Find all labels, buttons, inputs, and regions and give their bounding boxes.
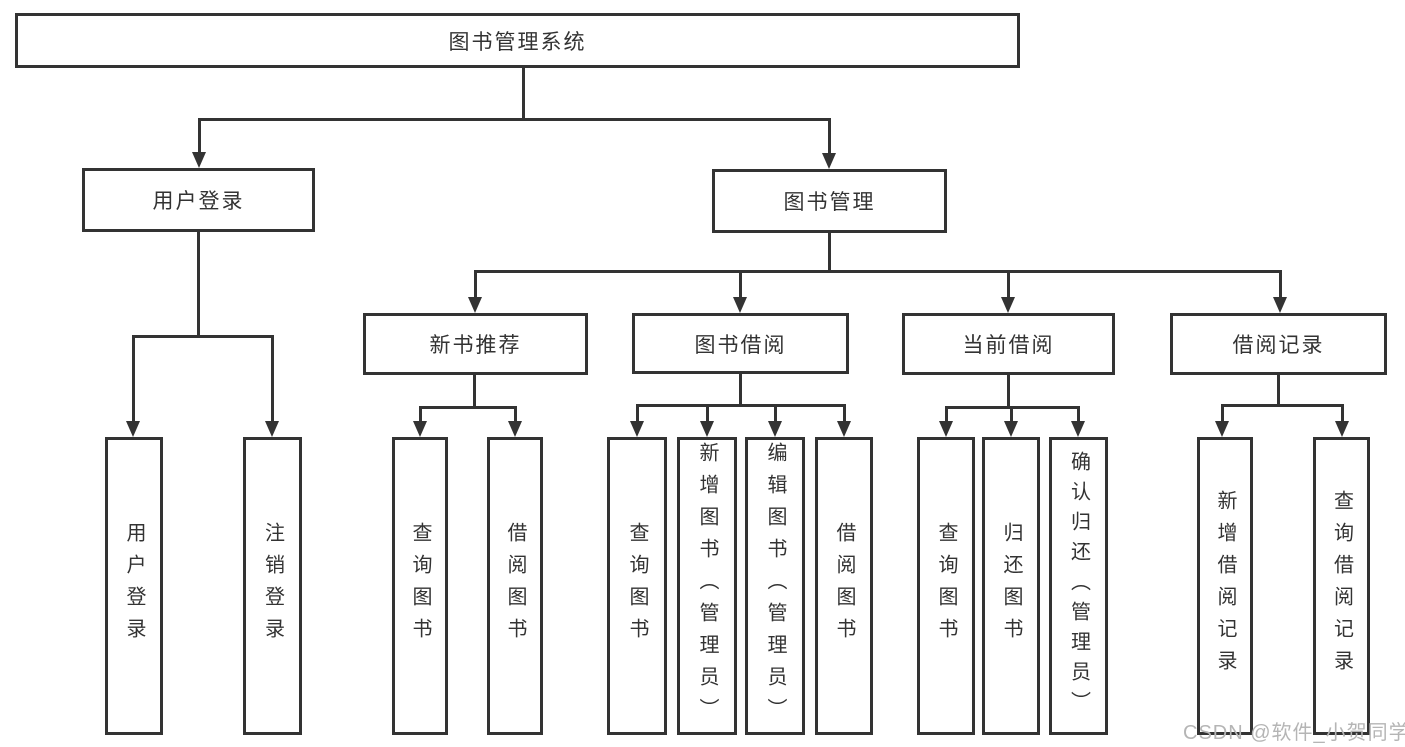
- leaf-logout: 注销登录: [243, 437, 302, 735]
- node-current-borrow: 当前借阅: [902, 313, 1115, 375]
- leaf-query-borrow-record: 查询借阅记录: [1313, 437, 1370, 735]
- node-user-login: 用户登录: [82, 168, 315, 232]
- arrowhead-records-leaf2-icon: [1335, 421, 1349, 437]
- leaf-return-books-label: 归还图书: [1000, 522, 1022, 650]
- leaf-user-login-label: 用户登录: [123, 522, 145, 650]
- node-book-borrow-label: 图书借阅: [694, 333, 787, 357]
- connector-user-login-bar: [133, 335, 274, 338]
- node-current-borrow-label: 当前借阅: [962, 334, 1055, 357]
- connector-borrow-leaf4-drop: [843, 404, 846, 421]
- connector-user-login-stem: [197, 232, 200, 338]
- connector-records-stem: [1277, 375, 1280, 406]
- leaf-return-books: 归还图书: [982, 437, 1040, 735]
- connector-current-leaf3-drop: [1077, 406, 1080, 422]
- leaf-add-books-admin-label: 新增图书（管理员）: [696, 442, 718, 730]
- connector-leaf-user-login-drop: [132, 335, 135, 423]
- node-borrow-records: 借阅记录: [1170, 313, 1387, 375]
- arrowhead-records-leaf1-icon: [1215, 421, 1229, 437]
- arrowhead-recommend-icon: [468, 297, 482, 313]
- node-book-management: 图书管理: [712, 169, 947, 233]
- arrowhead-user-login-icon: [192, 152, 206, 168]
- connector-borrow-records-drop: [1279, 270, 1282, 298]
- arrowhead-borrow-leaf3-icon: [768, 421, 782, 437]
- connector-recommend-stem: [473, 375, 476, 408]
- node-library-system-label: 图书管理系统: [448, 30, 587, 54]
- arrowhead-book-borrow-icon: [733, 297, 747, 313]
- connector-borrow-leaf1-drop: [636, 404, 639, 421]
- leaf-recommend-borrow-books-label: 借阅图书: [504, 522, 526, 650]
- arrowhead-current-leaf1-icon: [939, 421, 953, 437]
- arrowhead-borrow-leaf1-icon: [630, 421, 644, 437]
- connector-borrow-leaf3-drop: [774, 404, 777, 421]
- arrowhead-borrow-leaf4-icon: [837, 421, 851, 437]
- connector-borrow-leaf2-drop: [706, 404, 709, 421]
- connector-recommend-bar: [419, 406, 517, 409]
- node-book-borrow: 图书借阅: [632, 313, 849, 374]
- leaf-confirm-return-admin-label: 确认归还（管理员）: [1067, 451, 1090, 721]
- arrowhead-book-management-icon: [822, 153, 836, 169]
- leaf-recommend-query-books-label: 查询图书: [409, 522, 431, 650]
- leaf-borrow-query-books: 查询图书: [607, 437, 667, 735]
- node-new-book-recommend-label: 新书推荐: [429, 334, 522, 357]
- connector-book-borrow-drop: [739, 270, 742, 298]
- leaf-add-books-admin: 新增图书（管理员）: [677, 437, 737, 735]
- arrowhead-current-borrow-icon: [1001, 297, 1015, 313]
- connector-user-login-drop: [198, 118, 201, 154]
- connector-leaf-logout-drop: [271, 335, 274, 423]
- node-new-book-recommend: 新书推荐: [363, 313, 588, 375]
- arrowhead-borrow-leaf2-icon: [700, 421, 714, 437]
- connector-records-leaf2-drop: [1341, 404, 1344, 421]
- node-book-management-label: 图书管理: [783, 191, 876, 214]
- connector-root-stem: [522, 68, 525, 121]
- leaf-edit-books-admin: 编辑图书（管理员）: [745, 437, 805, 735]
- connector-book-management-stem: [828, 233, 831, 272]
- arrowhead-borrow-records-icon: [1273, 297, 1287, 313]
- leaf-logout-label: 注销登录: [261, 522, 284, 650]
- arrowhead-leaf-user-login-icon: [126, 421, 140, 437]
- arrowhead-recommend-leaf2-icon: [508, 421, 522, 437]
- leaf-confirm-return-admin: 确认归还（管理员）: [1049, 437, 1108, 735]
- arrowhead-current-leaf3-icon: [1071, 421, 1085, 437]
- arrowhead-leaf-logout-icon: [265, 421, 279, 437]
- leaf-query-borrow-record-label: 查询借阅记录: [1330, 490, 1353, 682]
- connector-current-leaf1-drop: [945, 406, 948, 422]
- connector-recommend-leaf1-drop: [419, 406, 422, 422]
- connector-records-bar: [1221, 404, 1344, 407]
- leaf-add-borrow-record: 新增借阅记录: [1197, 437, 1253, 735]
- node-borrow-records-label: 借阅记录: [1232, 334, 1325, 357]
- leaf-edit-books-admin-label: 编辑图书（管理员）: [764, 442, 786, 730]
- connector-records-leaf1-drop: [1221, 404, 1224, 421]
- arrowhead-current-leaf2-icon: [1004, 421, 1018, 437]
- leaf-recommend-query-books: 查询图书: [392, 437, 448, 735]
- leaf-user-login: 用户登录: [105, 437, 163, 735]
- leaf-borrow-query-books-label: 查询图书: [626, 522, 648, 650]
- connector-recommend-drop: [474, 270, 477, 298]
- csdn-watermark: CSDN @软件_小贺同学: [1183, 722, 1405, 744]
- leaf-borrow-books: 借阅图书: [815, 437, 873, 735]
- leaf-add-borrow-record-label: 新增借阅记录: [1214, 490, 1236, 682]
- leaf-current-query-books-label: 查询图书: [935, 522, 957, 650]
- connector-book-borrow-stem: [739, 374, 742, 407]
- connector-level1-bar: [199, 118, 831, 121]
- connector-book-borrow-bar: [636, 404, 845, 407]
- connector-recommend-leaf2-drop: [514, 406, 517, 422]
- leaf-borrow-books-label: 借阅图书: [833, 522, 855, 650]
- connector-current-borrow-drop: [1007, 270, 1010, 298]
- leaf-recommend-borrow-books: 借阅图书: [487, 437, 543, 735]
- arrowhead-recommend-leaf1-icon: [413, 421, 427, 437]
- leaf-current-query-books: 查询图书: [917, 437, 975, 735]
- connector-current-leaf2-drop: [1010, 406, 1013, 422]
- node-user-login-label: 用户登录: [152, 190, 245, 213]
- connector-level2-bar: [474, 270, 1281, 273]
- connector-book-management-drop: [828, 118, 831, 154]
- connector-current-stem: [1007, 375, 1010, 408]
- node-library-system: 图书管理系统: [15, 13, 1020, 68]
